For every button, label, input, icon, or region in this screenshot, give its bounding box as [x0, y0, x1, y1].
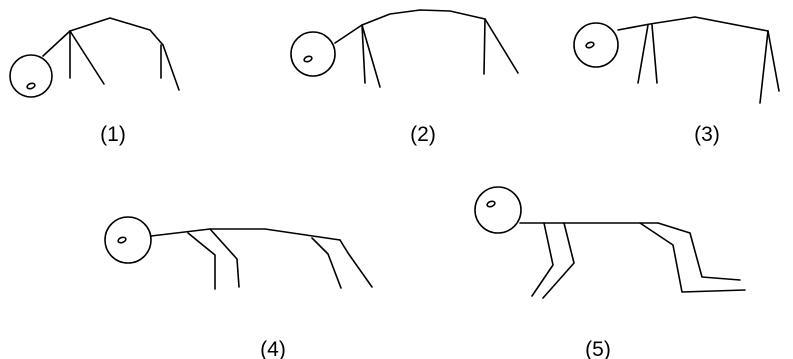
- panel-2-head: [290, 31, 336, 77]
- panel-3-label: (3): [694, 123, 720, 146]
- panel-2-hind-legs: [483, 18, 519, 75]
- panel-3-front-legs: [637, 24, 658, 84]
- panel-4-hind-legs: [311, 237, 373, 289]
- panel-1-body: [42, 17, 164, 57]
- panel-5-head: [474, 186, 522, 234]
- panel-3-body: [617, 16, 769, 32]
- panel-1-label: (1): [100, 123, 126, 146]
- panel-2-label: (2): [410, 123, 436, 146]
- panel-5: (5): [474, 186, 746, 359]
- panel-2: (2): [290, 9, 519, 146]
- panel-2-eye: [303, 55, 313, 63]
- panel-4-body: [150, 228, 341, 241]
- panel-1-eye: [26, 82, 36, 90]
- panel-4-front-legs: [187, 228, 240, 290]
- panel-5-eye: [486, 200, 496, 208]
- panel-4-head: [104, 216, 152, 264]
- panel-2-front-legs: [361, 24, 381, 88]
- panel-5-hind-legs: [639, 222, 746, 293]
- panel-4: (4): [104, 216, 373, 359]
- panel-4-eye: [117, 236, 127, 244]
- panel-5-front-legs: [531, 222, 575, 299]
- panel-2-body: [334, 9, 486, 44]
- panel-4-label: (4): [260, 338, 286, 359]
- panel-3: (3): [573, 16, 780, 146]
- panel-1: (1): [9, 17, 180, 146]
- panel-3-head: [573, 22, 619, 68]
- panel-1-front-legs: [69, 30, 105, 85]
- panel-5-label: (5): [585, 338, 611, 359]
- panel-1-head: [9, 54, 53, 98]
- panel-3-eye: [585, 41, 595, 49]
- panel-1-hind-legs: [160, 44, 180, 91]
- panel-3-hind-legs: [759, 30, 780, 104]
